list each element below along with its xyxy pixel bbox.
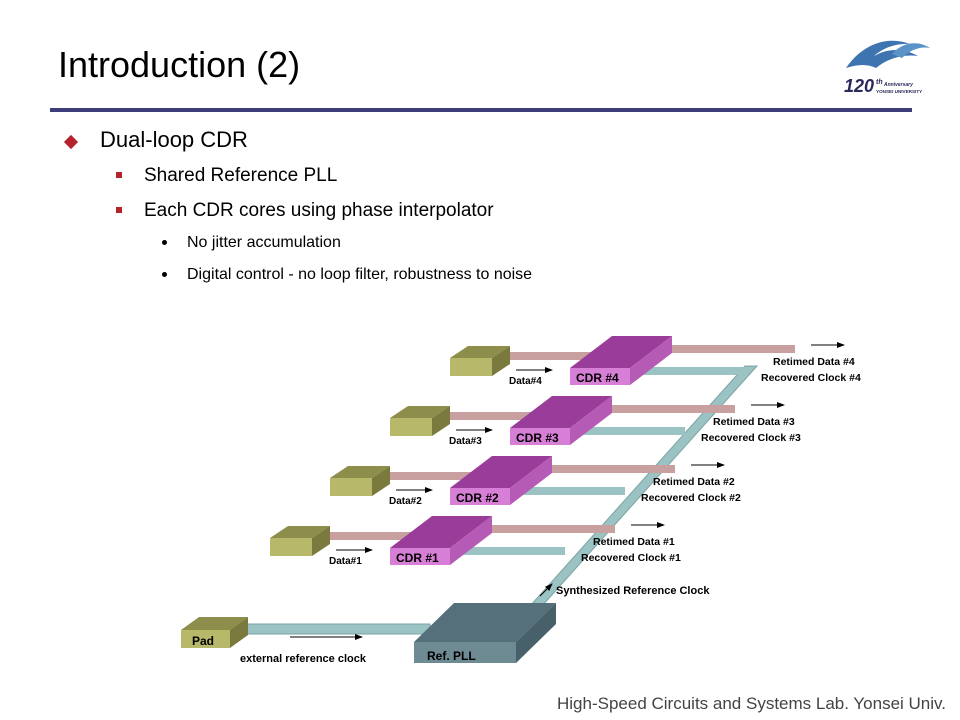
data-pad-side-2 bbox=[372, 466, 390, 496]
level3-bullet-icon bbox=[162, 272, 167, 277]
data-in-bus-1 bbox=[315, 532, 430, 540]
data-pad-1 bbox=[270, 538, 312, 556]
retimed-label-4: Retimed Data #4 bbox=[773, 356, 855, 368]
bullet-shared-reference-pll: Shared Reference PLL bbox=[144, 165, 338, 186]
level2-bullet-icon bbox=[116, 172, 122, 178]
data-pad-top-3 bbox=[390, 406, 450, 418]
cdr-top-3 bbox=[510, 396, 612, 428]
ref-pll-label: Ref. PLL bbox=[427, 649, 476, 663]
data-pad-4 bbox=[450, 358, 492, 376]
bullet-digital-control: Digital control - no loop filter, robust… bbox=[187, 266, 533, 283]
data-in-bus-2 bbox=[375, 472, 490, 480]
cdr-rows: CDR #4 Data#4 Retimed Data #4 Recovered Clo… bbox=[270, 336, 861, 567]
retimed-label-2: Retimed Data #2 bbox=[653, 476, 735, 488]
data-pad-2 bbox=[330, 478, 372, 496]
cdr-top-2 bbox=[450, 456, 552, 488]
cdr-label-1: CDR #1 bbox=[396, 551, 439, 565]
recovered-clock-bus-4 bbox=[640, 367, 745, 375]
recovered-label-3: Recovered Clock #3 bbox=[701, 432, 801, 444]
retimed-data-bus-1 bbox=[480, 525, 615, 533]
data-pad-top-2 bbox=[330, 466, 390, 478]
recovered-label-2: Recovered Clock #2 bbox=[641, 492, 741, 504]
bullet-dual-loop-cdr: Dual-loop CDR bbox=[100, 127, 248, 152]
ext-clock-label: external reference clock bbox=[240, 653, 367, 665]
slide-title: Introduction (2) bbox=[58, 44, 301, 85]
recovered-label-4: Recovered Clock #4 bbox=[761, 372, 861, 384]
footer-lab-name: High-Speed Circuits and Systems Lab. Yon… bbox=[557, 694, 946, 713]
data-pad-top-1 bbox=[270, 526, 330, 538]
level2-bullet-icon bbox=[116, 207, 122, 213]
ref-pll-block: Ref. PLL bbox=[414, 603, 556, 663]
cdr-top-4 bbox=[570, 336, 672, 368]
pad-label: Pad bbox=[192, 634, 214, 648]
cdr-side-2 bbox=[510, 456, 552, 505]
logo-ordinal: th bbox=[876, 79, 883, 86]
logo-anniversary: Anniversary bbox=[883, 82, 913, 88]
cdr-label-4: CDR #4 bbox=[576, 371, 619, 385]
synth-clock-label: Synthesized Reference Clock bbox=[556, 585, 710, 597]
data-pad-side-3 bbox=[432, 406, 450, 436]
pad-block: Pad bbox=[181, 617, 248, 648]
retimed-data-bus-2 bbox=[540, 465, 675, 473]
cdr-block-2 bbox=[450, 488, 510, 505]
data-in-label-3: Data#3 bbox=[449, 436, 482, 447]
recovered-label-1: Recovered Clock #1 bbox=[581, 552, 681, 564]
cdr-label-3: CDR #3 bbox=[516, 431, 559, 445]
data-pad-top-4 bbox=[450, 346, 510, 358]
recovered-clock-bus-2 bbox=[520, 487, 625, 495]
retimed-label-1: Retimed Data #1 bbox=[593, 536, 675, 548]
cdr-block-4 bbox=[570, 368, 630, 385]
bullet-no-jitter: No jitter accumulation bbox=[187, 234, 341, 251]
cdr-block-1 bbox=[390, 548, 450, 565]
title-divider bbox=[50, 108, 912, 112]
logo-number: 120 bbox=[844, 76, 874, 96]
cdr-block-3 bbox=[510, 428, 570, 445]
retimed-label-3: Retimed Data #3 bbox=[713, 416, 795, 428]
crane-swoosh-icon bbox=[846, 40, 918, 68]
cdr-label-2: CDR #2 bbox=[456, 491, 499, 505]
cdr-side-3 bbox=[570, 396, 612, 445]
synth-clock-arrow bbox=[539, 583, 553, 597]
retimed-data-bus-4 bbox=[660, 345, 795, 353]
retimed-data-bus-3 bbox=[600, 405, 735, 413]
cdr-side-4 bbox=[630, 336, 672, 385]
recovered-clock-bus-1 bbox=[460, 547, 565, 555]
data-pad-side-1 bbox=[312, 526, 330, 556]
recovered-clock-bus-3 bbox=[580, 427, 685, 435]
yonsei-120th-logo: 120 th Anniversary YONSEI UNIVERSITY bbox=[844, 40, 930, 96]
data-pad-side-4 bbox=[492, 346, 510, 376]
data-in-label-1: Data#1 bbox=[329, 556, 362, 567]
data-in-bus-4 bbox=[495, 352, 610, 360]
crane-wing-icon bbox=[892, 43, 930, 58]
external-clock-bus bbox=[239, 623, 431, 635]
data-pad-3 bbox=[390, 418, 432, 436]
data-in-label-2: Data#2 bbox=[389, 496, 422, 507]
logo-university: YONSEI UNIVERSITY bbox=[876, 89, 922, 94]
level3-bullet-icon bbox=[162, 240, 167, 245]
cdr-top-1 bbox=[390, 516, 492, 548]
data-in-label-4: Data#4 bbox=[509, 376, 542, 387]
data-in-bus-3 bbox=[435, 412, 550, 420]
cdr-side-1 bbox=[450, 516, 492, 565]
bullet-phase-interpolator: Each CDR cores using phase interpolator bbox=[144, 200, 494, 221]
